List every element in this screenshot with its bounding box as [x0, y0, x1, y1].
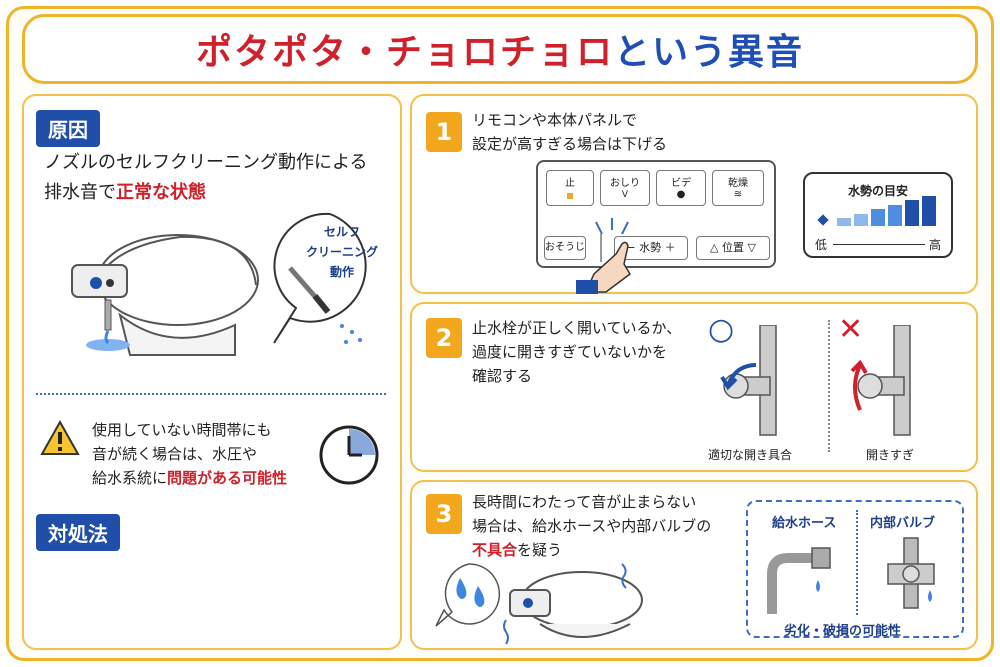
- valve-divider: [828, 320, 830, 452]
- gauge-bar: [922, 195, 936, 226]
- water-pressure-label: 水勢: [639, 241, 662, 254]
- internal-valve-icon: [887, 537, 935, 609]
- cause-panel: [22, 94, 402, 650]
- parts-box: [746, 500, 964, 638]
- step-3-line-3: 不具合を疑う: [472, 538, 711, 562]
- parts-caption: 劣化・破損の可能性: [784, 624, 902, 639]
- stop-button[interactable]: 止: [546, 170, 594, 206]
- gauge-high-label: 高: [929, 238, 942, 252]
- problem-possibility-text: 問題がある可能性: [167, 469, 288, 487]
- bidet-button[interactable]: ビデ ●: [656, 170, 706, 206]
- remedy-tag: 対処法: [36, 514, 120, 551]
- step-3-tail: を疑う: [517, 541, 563, 559]
- cause-tag: 原因: [36, 110, 100, 147]
- ok-mark-icon: ○: [708, 312, 735, 347]
- position-up-icon: △: [710, 241, 719, 254]
- gauge-arrow: [833, 244, 925, 245]
- dry-button[interactable]: 乾燥 ≋: [712, 170, 764, 206]
- step-1-text: リモコンや本体パネルで 設定が高すぎる場合は下げる: [472, 108, 667, 156]
- warning-line-3: 給水系統に問題がある可能性: [92, 466, 312, 490]
- step-2-line-2: 過度に開きすぎていないかを: [472, 343, 668, 361]
- position-down-icon: ▽: [747, 241, 756, 254]
- oshiri-spray-icon: ᐯ: [621, 190, 629, 200]
- step-1-line-1: リモコンや本体パネルで: [472, 111, 638, 129]
- step-3-line-1: 長時間にわたって音が止まらない: [472, 493, 697, 511]
- water-plus-icon: ＋: [664, 241, 676, 254]
- step-1-number: 1: [426, 112, 462, 152]
- step-3-number: 3: [426, 494, 462, 534]
- osouji-button[interactable]: おそうじ: [544, 236, 586, 260]
- warning-line-2: 音が続く場合は、水圧や: [92, 445, 258, 463]
- title-red-part: ポタポタ・チョロチョロ: [195, 32, 614, 73]
- title-banner: ポタポタ・チョロチョロという異音: [22, 14, 978, 84]
- warning-text: 使用していない時間帯にも 音が続く場合は、水圧や 給水系統に問題がある可能性: [92, 418, 312, 490]
- normal-state-text: 正常な状態: [116, 182, 206, 203]
- step-2-number: 2: [426, 318, 462, 358]
- bubble-line-3: 動作: [329, 265, 354, 279]
- parts-divider: [856, 510, 858, 615]
- title-blue-part: という異音: [614, 32, 805, 73]
- step-1-line-2: 設定が高すぎる場合は下げる: [472, 135, 668, 153]
- water-minus-icon: −: [626, 241, 636, 254]
- bubble-line-1: セルフ: [323, 225, 360, 239]
- bubble-line-2: クリーニング: [305, 245, 378, 259]
- step-3-line-2: 場合は、給水ホースや内部バルブの: [472, 517, 712, 535]
- cause-prefix: 排水音で: [44, 182, 116, 203]
- cause-line-1: ノズルのセルフクリーニング動作による: [44, 152, 368, 173]
- hand-pointer-icon: [576, 218, 631, 294]
- dry-label: 乾燥: [728, 178, 748, 189]
- step-2-text: 止水栓が正しく開いているか、 過度に開きすぎていないかを 確認する: [472, 316, 681, 388]
- page-title: ポタポタ・チョロチョロという異音: [196, 23, 804, 75]
- gauge-bar: [905, 200, 919, 226]
- warning-prefix: 給水系統に: [92, 469, 168, 487]
- toilet-noise-illustration: [503, 563, 643, 645]
- clock-icon: [319, 425, 379, 485]
- oshiri-label: おしり: [610, 178, 640, 189]
- gauge-bar: [837, 218, 851, 226]
- self-cleaning-label: セルフ クリーニング 動作: [302, 222, 382, 282]
- gauge-bar: [888, 204, 902, 226]
- gauge-low-label: 低: [815, 238, 828, 252]
- position-control[interactable]: △ 位置 ▽: [696, 236, 770, 260]
- stop-label: 止: [565, 178, 575, 189]
- water-drop-bubble: [435, 563, 501, 627]
- step-2-line-3: 確認する: [472, 367, 533, 385]
- ok-caption: 適切な開き具合: [708, 448, 793, 462]
- oshiri-button[interactable]: おしり ᐯ: [600, 170, 650, 206]
- warning-line-1: 使用していない時間帯にも: [92, 421, 272, 439]
- remote-control: 止 おしり ᐯ ビデ ● 乾燥 ≋ おそうじ − 水勢 ＋ △ 位置 ▽: [536, 160, 776, 268]
- section-divider: [36, 393, 386, 395]
- ng-mark-icon: ✕: [838, 312, 864, 347]
- toilet-illustration: [71, 234, 259, 356]
- malfunction-text: 不具合: [472, 541, 518, 559]
- step-3-panel: [410, 480, 978, 650]
- warning-icon: [40, 420, 80, 455]
- supply-hose-icon: [767, 547, 831, 614]
- cause-text: ノズルのセルフクリーニング動作による 排水音で正常な状態: [44, 148, 394, 208]
- step-3-text: 長時間にわたって音が止まらない 場合は、給水ホースや内部バルブの 不具合を疑う: [472, 490, 711, 562]
- valve-ng-illustration: [850, 325, 911, 436]
- remote-divider: [600, 234, 602, 262]
- position-label: 位置: [722, 241, 744, 254]
- internal-valve-label: 内部バルブ: [870, 516, 936, 531]
- gauge-bar: [871, 209, 885, 226]
- bidet-person-icon: ●: [676, 189, 686, 200]
- gauge-current-marker: [817, 214, 829, 226]
- gauge-title: 水勢の目安: [847, 184, 908, 198]
- self-cleaning-bubble: [273, 212, 367, 344]
- water-gauge-bubble: 水勢の目安 低 高: [803, 172, 953, 258]
- valve-ok-illustration: [720, 325, 777, 436]
- ng-caption: 開きすぎ: [866, 448, 915, 462]
- gauge-bar: [854, 213, 868, 226]
- hose-label: 給水ホース: [772, 516, 837, 531]
- dry-wind-icon: ≋: [733, 189, 743, 200]
- osouji-label: おそうじ: [545, 242, 585, 253]
- stop-square-icon: [567, 193, 573, 199]
- cause-line-2: 排水音で正常な状態: [44, 178, 394, 208]
- bidet-label: ビデ: [671, 178, 691, 189]
- step-2-line-1: 止水栓が正しく開いているか、: [472, 319, 682, 337]
